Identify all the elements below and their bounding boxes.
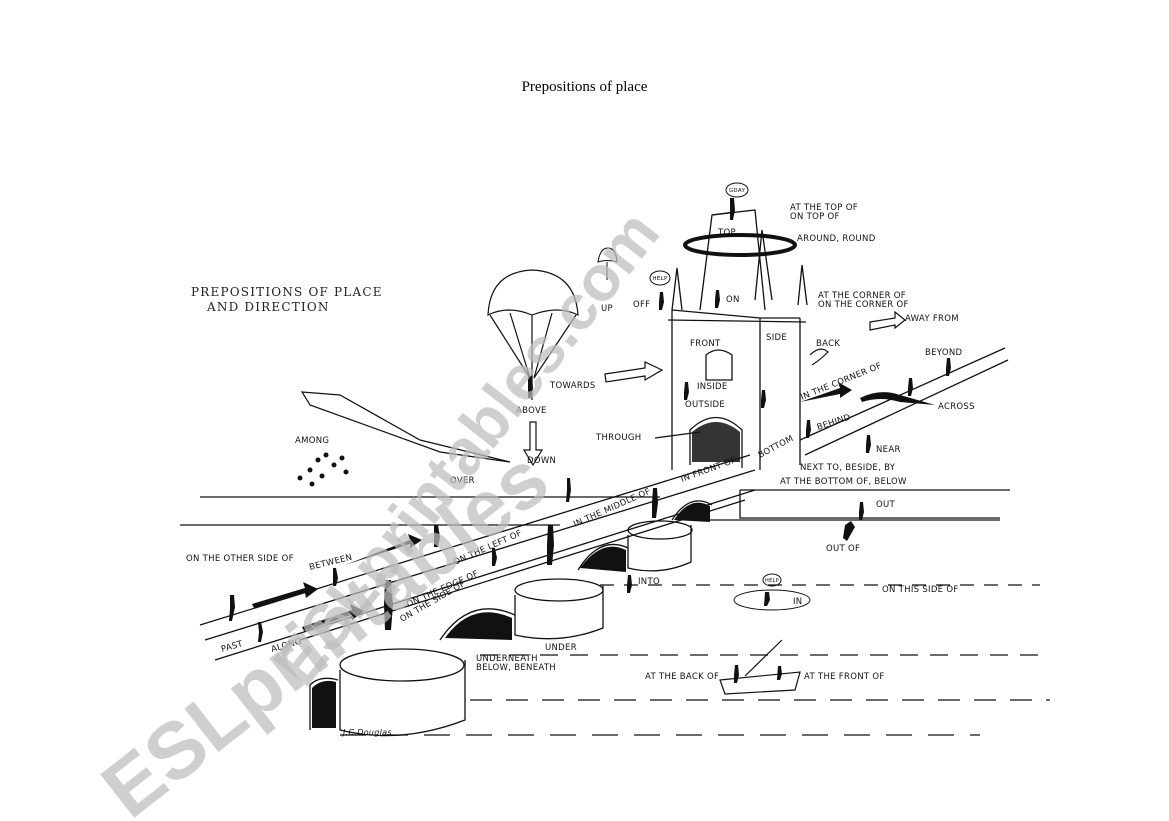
label-through: THROUGH: [595, 433, 641, 443]
label-this-side: ON THIS SIDE OF: [882, 585, 959, 595]
label-in: IN: [793, 597, 802, 607]
label-back: BACK: [816, 339, 840, 349]
label-other-side: ON THE OTHER SIDE OF: [186, 554, 294, 564]
label-across: ACROSS: [938, 402, 975, 412]
label-next-to: NEXT TO, BESIDE, BY: [800, 463, 896, 473]
label-into: INTO: [638, 577, 660, 587]
label-behind: BEHIND: [816, 413, 852, 433]
label-under: UNDER: [545, 643, 577, 653]
label-side: SIDE: [766, 333, 787, 343]
label-on-top-of: ON TOP OF: [790, 212, 840, 222]
label-near: NEAR: [876, 445, 901, 455]
label-inside: INSIDE: [697, 382, 727, 392]
bubble-top-text: GDAY: [729, 188, 746, 194]
label-among: AMONG: [295, 436, 329, 446]
signature: J.C.Douglas: [341, 728, 392, 737]
label-off: OFF: [633, 300, 650, 310]
crowd: [298, 453, 349, 487]
boat: [720, 640, 800, 694]
label-front: FRONT: [690, 339, 721, 349]
label-below-beneath: BELOW, BENEATH: [476, 663, 556, 673]
label-outside: OUTSIDE: [685, 400, 725, 410]
label-beyond: BEYOND: [925, 348, 962, 358]
label-bottom-of: AT THE BOTTOM OF, BELOW: [780, 477, 907, 487]
bubble-off-text: HELP: [652, 276, 668, 282]
label-out-of: OUT OF: [826, 544, 860, 554]
label-away-from: AWAY FROM: [905, 314, 959, 324]
label-bottom: BOTTOM: [757, 434, 796, 461]
label-on-corner-of: ON THE CORNER OF: [818, 300, 909, 310]
label-out: OUT: [876, 500, 896, 510]
illustration-heading-line2: AND DIRECTION: [206, 300, 330, 314]
around-arrow: [685, 235, 795, 255]
illustration-heading-line1: PREPOSITIONS OF PLACE: [191, 285, 383, 299]
speech-bubbles: GDAY HELP HELP: [650, 183, 810, 610]
label-around: AROUND, ROUND: [797, 234, 876, 244]
label-on: ON: [726, 295, 740, 305]
label-top: TOP: [717, 228, 736, 238]
label-front-of: AT THE FRONT OF: [804, 672, 885, 682]
bubble-in-text: HELP: [765, 578, 779, 584]
label-back-of: AT THE BACK OF: [645, 672, 719, 682]
